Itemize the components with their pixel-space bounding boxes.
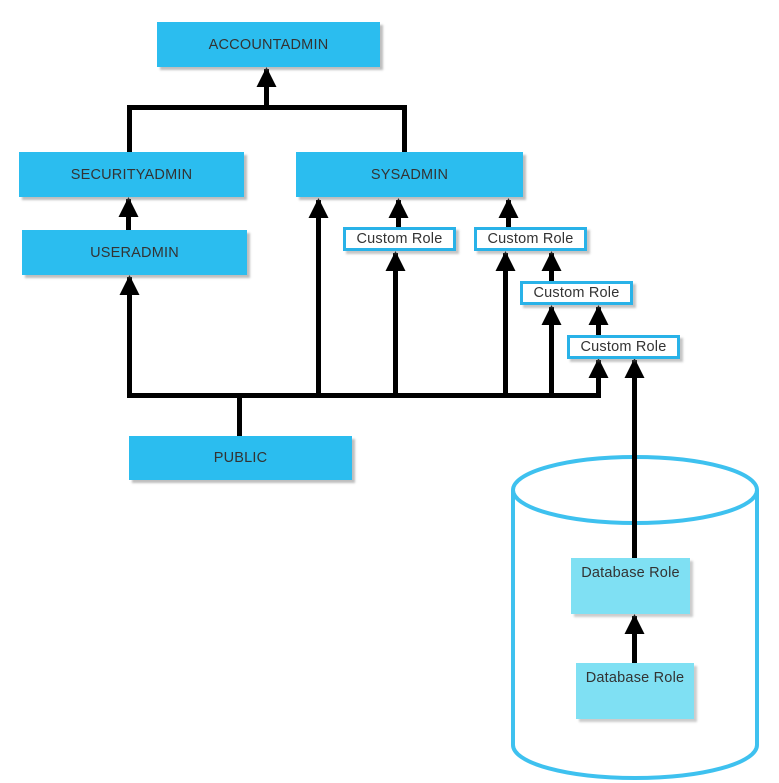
edge-admins-junction [127, 105, 407, 152]
role-label-public: PUBLIC [213, 450, 268, 466]
role-label-useradmin: USERADMIN [90, 244, 179, 261]
custom-role-box-2: Custom Role [474, 227, 587, 251]
custom-role-label-1: Custom Role [356, 231, 443, 247]
custom-role-label-2: Custom Role [487, 231, 574, 247]
role-box-public: PUBLIC [129, 436, 352, 480]
role-label-securityadmin: SECURITYADMIN [70, 166, 193, 183]
custom-role-label-3: Custom Role [533, 285, 620, 301]
custom-role-box-3: Custom Role [520, 281, 633, 305]
edge-bus-to-useradmin [119, 274, 601, 398]
database-role-box-2: Database Role [576, 663, 694, 719]
custom-role-box-4: Custom Role [567, 335, 680, 359]
database-role-label-2: Database Role [585, 670, 685, 686]
role-box-sysadmin: SYSADMIN [296, 152, 523, 197]
role-label-accountadmin: ACCOUNTADMIN [208, 36, 329, 53]
custom-role-box-1: Custom Role [343, 227, 456, 251]
database-role-box-1: Database Role [571, 558, 690, 614]
role-box-accountadmin: ACCOUNTADMIN [157, 22, 380, 67]
role-box-useradmin: USERADMIN [22, 230, 247, 275]
database-role-label-1: Database Role [581, 565, 680, 581]
role-box-securityadmin: SECURITYADMIN [19, 152, 244, 197]
custom-role-label-4: Custom Role [580, 339, 667, 355]
role-label-sysadmin: SYSADMIN [370, 166, 449, 183]
